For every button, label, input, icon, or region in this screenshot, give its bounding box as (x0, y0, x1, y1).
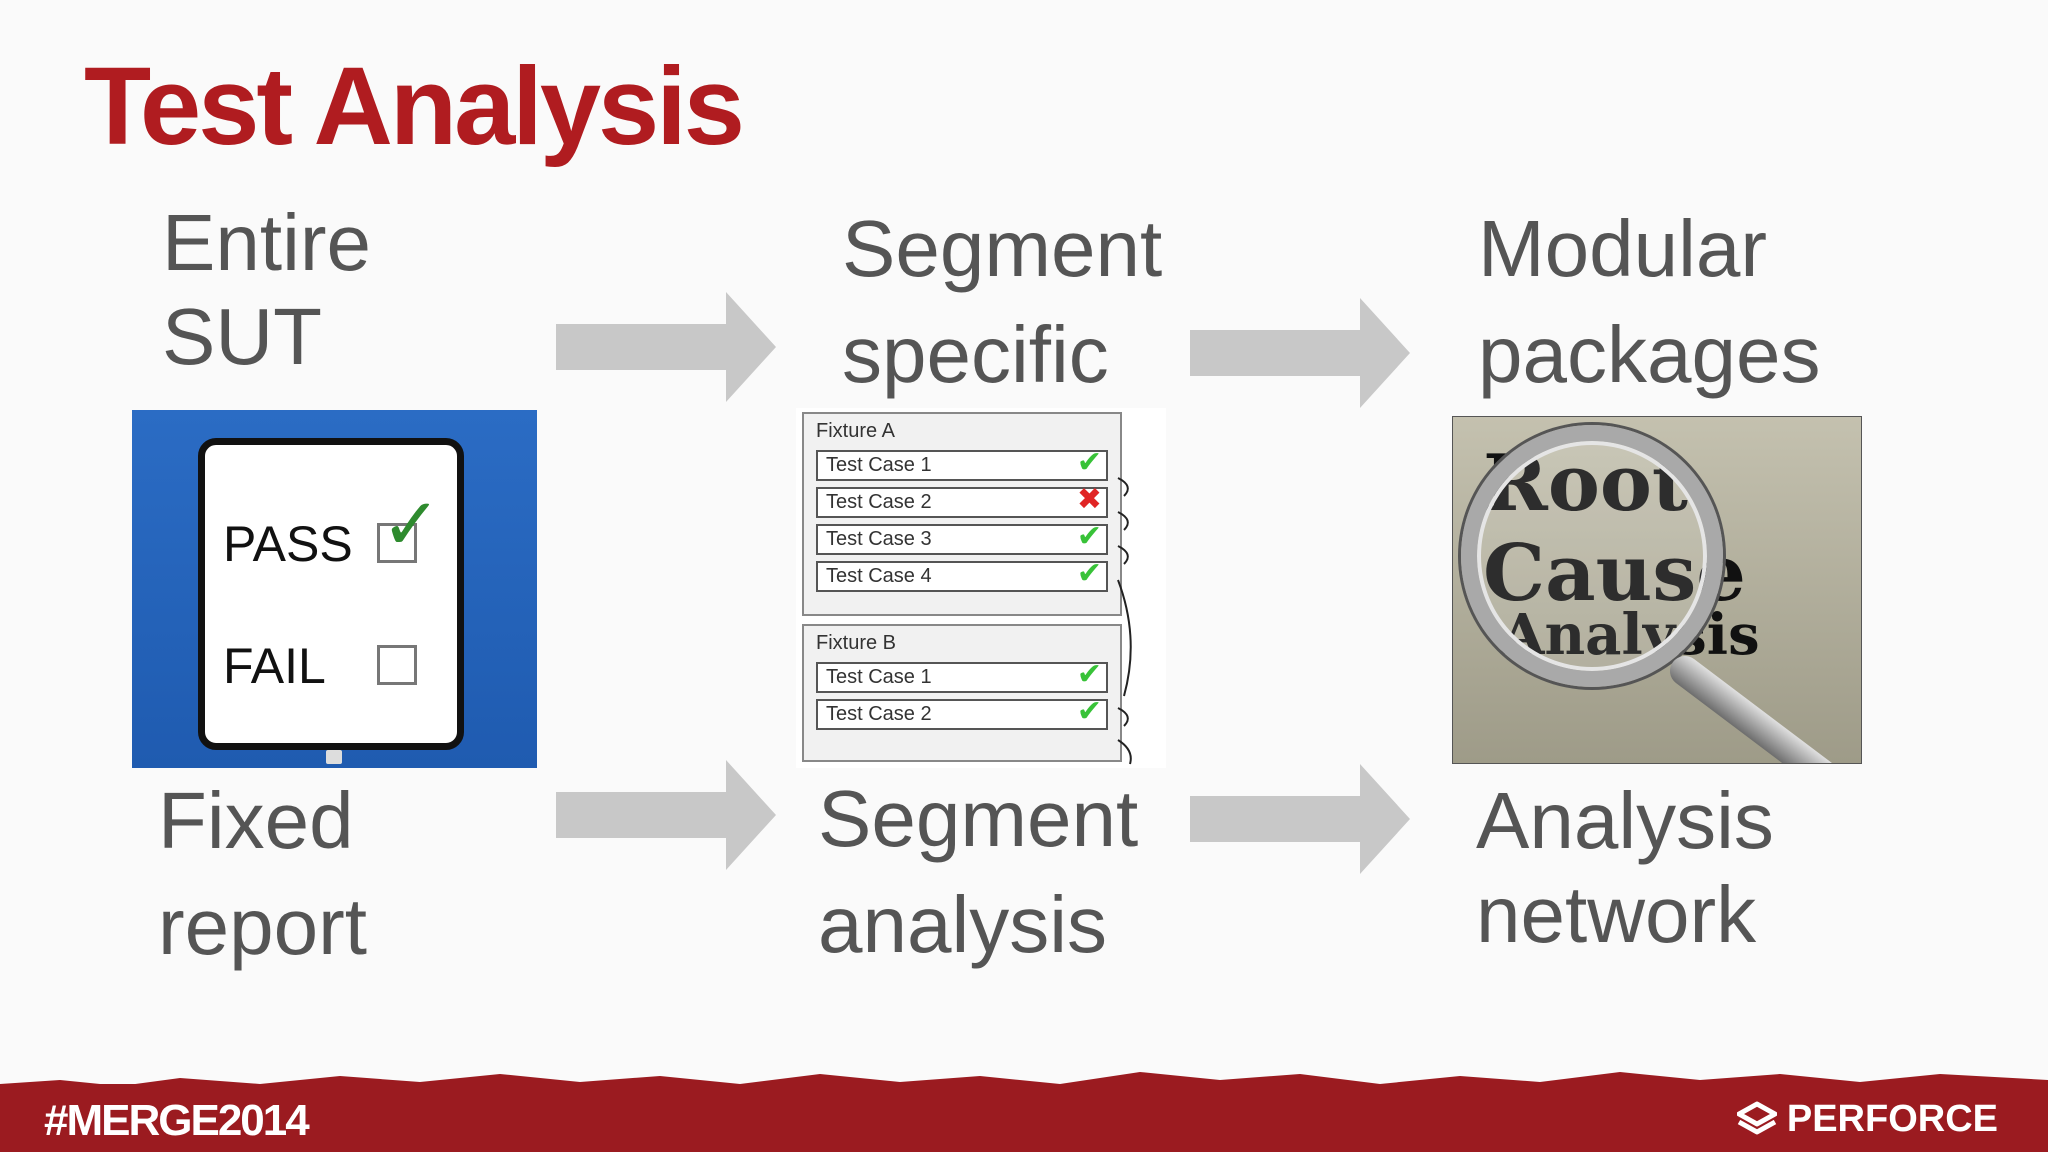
fixture-b: Fixture B Test Case 1 ✔ Test Case 2 ✔ (802, 624, 1122, 762)
test-case-label: Test Case 1 (826, 666, 932, 688)
slide-title: Test Analysis (84, 45, 745, 168)
magnifier-handle (1663, 650, 1861, 763)
perforce-logo-icon (1736, 1101, 1777, 1134)
fixture-diagram: Fixture A Test Case 1 ✔ Test Case 2 ✖ Test… (796, 408, 1166, 768)
test-case-label: Test Case 4 (826, 565, 932, 587)
check-icon: ✔ (1076, 520, 1102, 553)
test-case-label: Test Case 1 (826, 454, 932, 476)
check-icon: ✔ (1076, 695, 1102, 728)
check-icon: ✔ (1076, 446, 1102, 479)
check-icon: ✔ (1076, 658, 1102, 691)
test-case-row: Test Case 1 ✔ (816, 658, 1108, 693)
label-line: Analysis (1476, 776, 1774, 865)
test-case-row: Test Case 4 ✔ (816, 557, 1108, 592)
label-fixed-report: Fixed report (158, 774, 367, 975)
brand-name: PERFORCE (1786, 1098, 1998, 1140)
checklist-sign: PASS ✓ FAIL (198, 438, 464, 750)
test-case-row: Test Case 2 ✔ (816, 695, 1108, 730)
arrow-right-icon (556, 760, 776, 870)
magnifying-glass-icon (1461, 425, 1723, 687)
lock-icon (326, 750, 342, 764)
label-line: Segment (842, 204, 1163, 293)
label-line: Entire (162, 198, 371, 287)
label-entire-sut: Entire SUT (162, 196, 371, 385)
label-line: specific (842, 310, 1109, 400)
fixture-a: Fixture A Test Case 1 ✔ Test Case 2 ✖ Test… (802, 412, 1122, 616)
label-segment-specific: Segment specific (842, 202, 1162, 403)
fixture-title: Fixture A (816, 420, 895, 442)
cross-icon: ✖ (1076, 483, 1102, 516)
root-cause-analysis-image: Root Cause Analysis (1452, 416, 1862, 764)
test-case-row: Test Case 2 ✖ (816, 483, 1108, 518)
checkmark-icon: ✓ (381, 485, 442, 565)
flow-arrows-icon (1117, 477, 1132, 765)
test-case-row: Test Case 1 ✔ (816, 446, 1108, 481)
arrow-right-icon (1190, 764, 1410, 874)
test-case-row: Test Case 3 ✔ (816, 520, 1108, 555)
event-hashtag: #MERGE2014 (44, 1096, 310, 1145)
arrow-right-icon (1190, 298, 1410, 408)
fail-checkbox (377, 645, 417, 685)
fail-label: FAIL (223, 638, 326, 694)
pass-checkbox (377, 523, 417, 563)
label-modular-packages: Modular packages (1478, 202, 1820, 403)
test-case-label: Test Case 2 (826, 703, 932, 725)
footer-band (0, 1084, 2048, 1152)
label-line: packages (1478, 310, 1821, 400)
fixture-title: Fixture B (816, 632, 897, 654)
label-analysis-network: Analysis network (1476, 774, 1774, 963)
pass-label: PASS (223, 516, 353, 572)
check-icon: ✔ (1076, 557, 1102, 590)
label-line: SUT (162, 292, 322, 382)
arrow-right-icon (556, 292, 776, 402)
test-case-label: Test Case 2 (826, 491, 932, 513)
label-line: Modular (1478, 204, 1768, 293)
test-case-label: Test Case 3 (826, 528, 932, 550)
pass-fail-checklist-image: PASS ✓ FAIL (132, 410, 537, 768)
label-line: network (1476, 870, 1757, 960)
label-segment-analysis: Segment analysis (818, 772, 1138, 973)
label-line: analysis (818, 880, 1108, 970)
label-line: report (158, 882, 367, 972)
perforce-logo: PERFORCE (1736, 1098, 1998, 1141)
label-line: Segment (818, 774, 1139, 863)
label-line: Fixed (158, 776, 354, 865)
